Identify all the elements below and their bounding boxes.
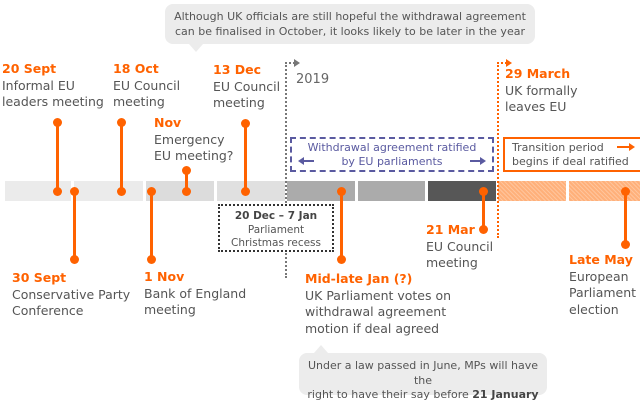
year-divider-top: [285, 62, 295, 64]
segment-mar: [428, 181, 496, 201]
segment-sep: [5, 181, 71, 201]
pin-line: [244, 123, 247, 190]
event-desc-2: meeting: [213, 95, 265, 110]
event-desc-3: motion if deal agreed: [305, 320, 440, 336]
pin-dot-bar: [241, 187, 250, 196]
pin-dot-bottom: [621, 240, 630, 249]
top-callout-line1: Although UK officials are still hopeful …: [174, 10, 526, 23]
event-desc-1: Emergency: [154, 131, 225, 147]
ratification-line1: Withdrawal agreement ratified: [307, 141, 477, 154]
segment-apr: [498, 181, 566, 201]
event-desc-1: Conservative Party: [12, 286, 131, 302]
event-date: 20 Sept: [2, 61, 57, 76]
segment-oct: [74, 181, 143, 201]
transition-line1: Transition period: [512, 141, 604, 154]
event-1-nov: 1 Nov Bank of England meeting: [144, 269, 246, 319]
transition-box: Transition period begins if deal ratifie…: [503, 137, 640, 172]
ratification-line2: by EU parliaments: [341, 155, 443, 168]
segment-nov: [146, 181, 214, 201]
event-date: 29 March: [505, 66, 571, 81]
pin-line: [624, 191, 627, 244]
event-20-sept: 20 Sept Informal EU leaders meeting: [2, 61, 104, 111]
brexit-divider-line: [497, 62, 499, 238]
event-date: 1 Nov: [144, 269, 185, 284]
segment-dec: [217, 181, 285, 201]
pin-line: [185, 170, 188, 190]
ratification-box: Withdrawal agreement ratified by EU parl…: [290, 137, 494, 172]
event-date: 30 Sept: [12, 270, 67, 285]
recess-date: 20 Dec – 7 Jan: [234, 210, 318, 222]
recess-box: 20 Dec – 7 Jan Parliament Christmas rece…: [218, 204, 334, 252]
pin-dot-bar: [53, 187, 62, 196]
bottom-callout-line2: right to have their say before 21 Januar…: [299, 388, 547, 403]
event-date: Nov: [154, 115, 182, 130]
event-desc-2: withdrawal agreement: [305, 304, 447, 319]
arrow-right-icon: [617, 143, 635, 151]
segment-feb: [358, 181, 425, 201]
pin-dot-bar: [117, 187, 126, 196]
event-21-mar: 21 Mar EU Council meeting: [426, 222, 493, 272]
segment-jan: [287, 181, 355, 201]
event-date: Late May: [569, 252, 633, 267]
segment-may: [569, 181, 640, 201]
event-date: 21 Mar: [426, 222, 475, 237]
event-desc-2: meeting: [426, 255, 478, 270]
pin-line: [340, 191, 343, 259]
transition-line2: begins if deal ratified: [512, 155, 629, 168]
recess-line2: Christmas recess: [231, 237, 321, 249]
pin-dot-bottom: [147, 255, 156, 264]
pin-line: [482, 191, 485, 229]
event-18-oct: 18 Oct EU Council meeting: [113, 61, 180, 111]
event-desc-2: Parliament: [569, 285, 637, 300]
event-desc-2: EU meeting?: [154, 148, 234, 163]
event-late-may: Late May European Parliament election: [569, 252, 636, 318]
bottom-callout: Under a law passed in June, MPs will hav…: [299, 345, 547, 401]
callout-tail: [189, 44, 203, 52]
pin-dot-bottom: [479, 225, 488, 234]
pin-line: [56, 122, 59, 190]
recess-line1: Parliament: [247, 223, 305, 236]
event-desc-1: UK Parliament votes on: [305, 287, 452, 303]
event-desc-1: EU Council: [113, 77, 181, 93]
year-divider-line: [285, 62, 287, 278]
arrow-right-icon: [470, 157, 486, 165]
event-nov: Nov Emergency EU meeting?: [154, 115, 233, 165]
event-desc-1: EU Council: [426, 238, 494, 254]
pin-line: [73, 191, 76, 259]
event-desc-3: election: [569, 301, 619, 317]
top-callout-line2: can be finalised in October, it looks li…: [175, 24, 525, 38]
brexit-divider-top: [497, 62, 507, 64]
event-desc-2: leaves EU: [505, 99, 567, 114]
event-29-march: 29 March UK formally leaves EU: [505, 66, 577, 116]
event-30-sept: 30 Sept Conservative Party Conference: [12, 270, 130, 320]
event-desc-2: Conference: [12, 303, 84, 318]
pin-line: [150, 191, 153, 259]
event-desc-1: Bank of England: [144, 285, 247, 301]
event-desc-1: EU Council: [213, 78, 281, 94]
event-mid-late-jan: Mid-late Jan (?) UK Parliament votes on …: [305, 271, 451, 337]
arrow-left-icon: [298, 157, 314, 165]
event-desc-1: Informal EU: [2, 77, 75, 93]
event-desc-2: meeting: [144, 302, 196, 317]
event-13-dec: 13 Dec EU Council meeting: [213, 62, 280, 112]
bottom-callout-line1: Under a law passed in June, MPs will hav…: [307, 359, 539, 387]
bottom-callout-bold: 21 January: [472, 388, 539, 401]
event-desc-1: European: [569, 268, 629, 284]
bottom-callout-prefix: right to have their say before: [307, 388, 473, 401]
pin-line: [120, 122, 123, 190]
top-callout: Although UK officials are still hopeful …: [165, 4, 535, 52]
year-label: 2019: [296, 72, 330, 87]
event-date: Mid-late Jan (?): [305, 271, 413, 286]
arrow-right-icon: [294, 59, 300, 67]
event-desc-1: UK formally: [505, 82, 578, 98]
event-date: 13 Dec: [213, 62, 262, 77]
event-desc-2: leaders meeting: [2, 94, 104, 109]
pin-dot-bottom: [70, 255, 79, 264]
callout-tail: [314, 345, 328, 353]
pin-dot-bar: [182, 187, 191, 196]
arrow-right-icon: [506, 59, 512, 67]
pin-dot-bottom: [337, 255, 346, 264]
event-desc-2: meeting: [113, 94, 165, 109]
event-date: 18 Oct: [113, 61, 159, 76]
